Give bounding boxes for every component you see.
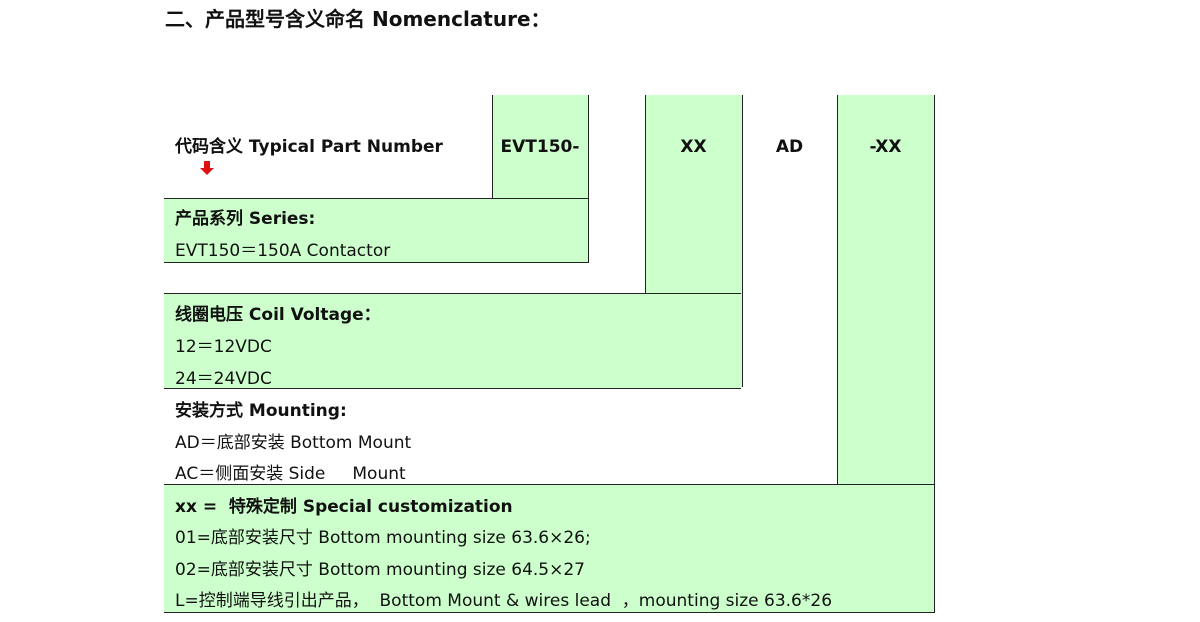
coil-line: 12＝12VDC [175,337,272,357]
coil-line: 24＝24VDC [175,369,272,389]
code-xx: XX [680,137,707,157]
code-evt150: EVT150- [500,137,580,157]
mounting-line: AD＝底部安装 Bottom Mount [175,433,412,453]
custom-line: 01=底部安装尺寸 Bottom mounting size 63.6×26; [175,528,591,548]
code-suffix: -XX [869,137,902,157]
coil-heading: 线圈电压 Coil Voltage： [175,305,381,325]
custom-line: 02=底部安装尺寸 Bottom mounting size 64.5×27 [175,560,586,580]
coil-band [164,293,741,389]
series-band [164,198,589,263]
custom-heading: xx = 特殊定制 Special customization [175,497,513,517]
series-heading: 产品系列 Series: [175,209,316,229]
red-down-arrow-icon [200,161,214,175]
typical-part-number-label: 代码含义 Typical Part Number [175,137,443,157]
mounting-line: AC＝侧面安装 Side Mount [175,464,406,484]
series-line: EVT150＝150A Contactor [175,241,391,261]
page-title: 二、产品型号含义命名 Nomenclature： [165,7,551,31]
custom-band [164,484,935,613]
custom-line: L=控制端导线引出产品， Bottom Mount & wires lead ，… [175,591,833,611]
code-ad: AD [775,137,804,157]
mounting-heading: 安装方式 Mounting: [175,401,347,421]
